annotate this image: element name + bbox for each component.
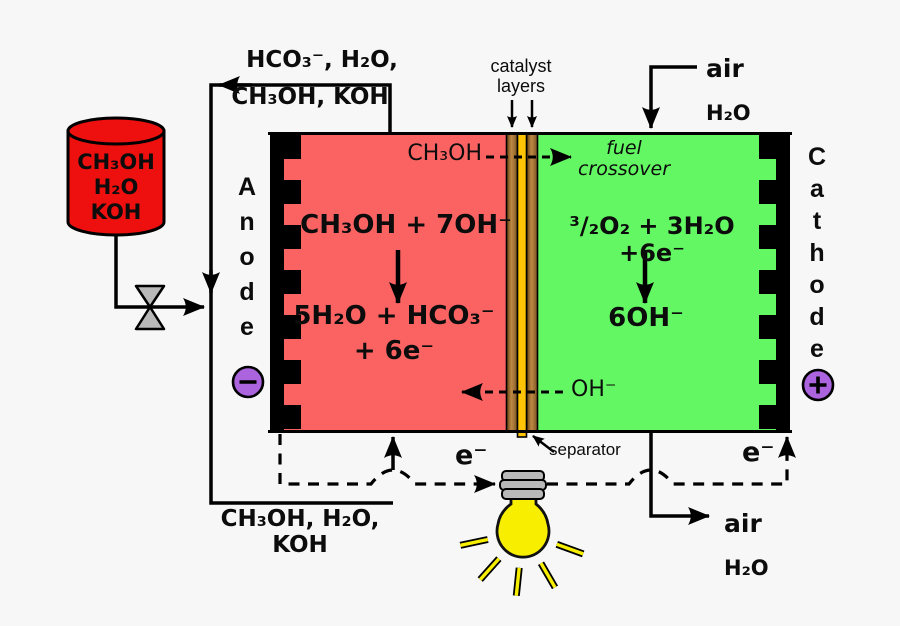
fuel-crossover-label: fuel crossover xyxy=(577,137,671,180)
air-inlet-line2: H₂O xyxy=(706,100,751,125)
electron-label-left: e⁻ xyxy=(455,440,488,471)
air-outlet-line xyxy=(649,433,710,525)
cathode-reaction-products: 6OH⁻ xyxy=(608,303,684,333)
anode-reaction-reactants: CH₃OH + 7OH⁻ xyxy=(300,210,512,240)
valve-icon xyxy=(134,284,166,331)
positive-terminal-icon xyxy=(801,368,835,402)
air-outlet-line1: air xyxy=(724,508,762,538)
catalyst-layer-cathode xyxy=(525,133,539,433)
recycle-pipe xyxy=(209,83,393,505)
separator-label: separator xyxy=(549,440,621,459)
catalyst-layers-label: catalyst layers xyxy=(490,56,552,96)
tank-body xyxy=(66,129,166,237)
cathode-reaction-reactants: ³/₂O₂ + 3H₂O +6e⁻ xyxy=(569,212,735,267)
light-bulb-icon xyxy=(459,470,585,597)
electron-wire-left xyxy=(278,434,496,493)
cathode-electrode xyxy=(759,132,790,432)
tank-top xyxy=(66,116,166,146)
anode-reaction-products: 5H₂O + HCO₃⁻ + 6e⁻ xyxy=(293,301,495,366)
electron-label-right: e⁻ xyxy=(742,437,775,468)
crossover-species-label: CH₃OH xyxy=(407,141,482,166)
air-inlet-line xyxy=(642,65,697,129)
air-inlet-label: air H₂O xyxy=(706,37,751,143)
negative-terminal-icon xyxy=(231,365,265,399)
feed-bottom-label: CH₃OH, H₂O, KOH xyxy=(220,506,380,558)
tank-outlet-pipe xyxy=(114,232,205,316)
electron-wire-right xyxy=(547,436,796,486)
tank-contents-label: CH₃OH H₂O KOH xyxy=(77,150,155,224)
hydroxide-label: OH⁻ xyxy=(571,377,617,402)
air-inlet-line1: air xyxy=(706,53,744,83)
catalyst-layer-anode xyxy=(505,133,519,433)
air-outlet-line2: H₂O xyxy=(724,555,769,580)
air-outlet-label: air H₂O xyxy=(724,492,769,598)
anode-electrode xyxy=(270,132,301,432)
separator-pointer-arrow xyxy=(532,435,555,453)
cathode-label: Cathode xyxy=(803,143,831,367)
recycle-label-line1: HCO₃⁻, H₂O, xyxy=(246,47,398,73)
cathode-compartment xyxy=(536,134,777,432)
anode-label: Anode xyxy=(233,173,261,348)
recycle-label-line2: CH₃OH, KOH xyxy=(231,84,389,110)
